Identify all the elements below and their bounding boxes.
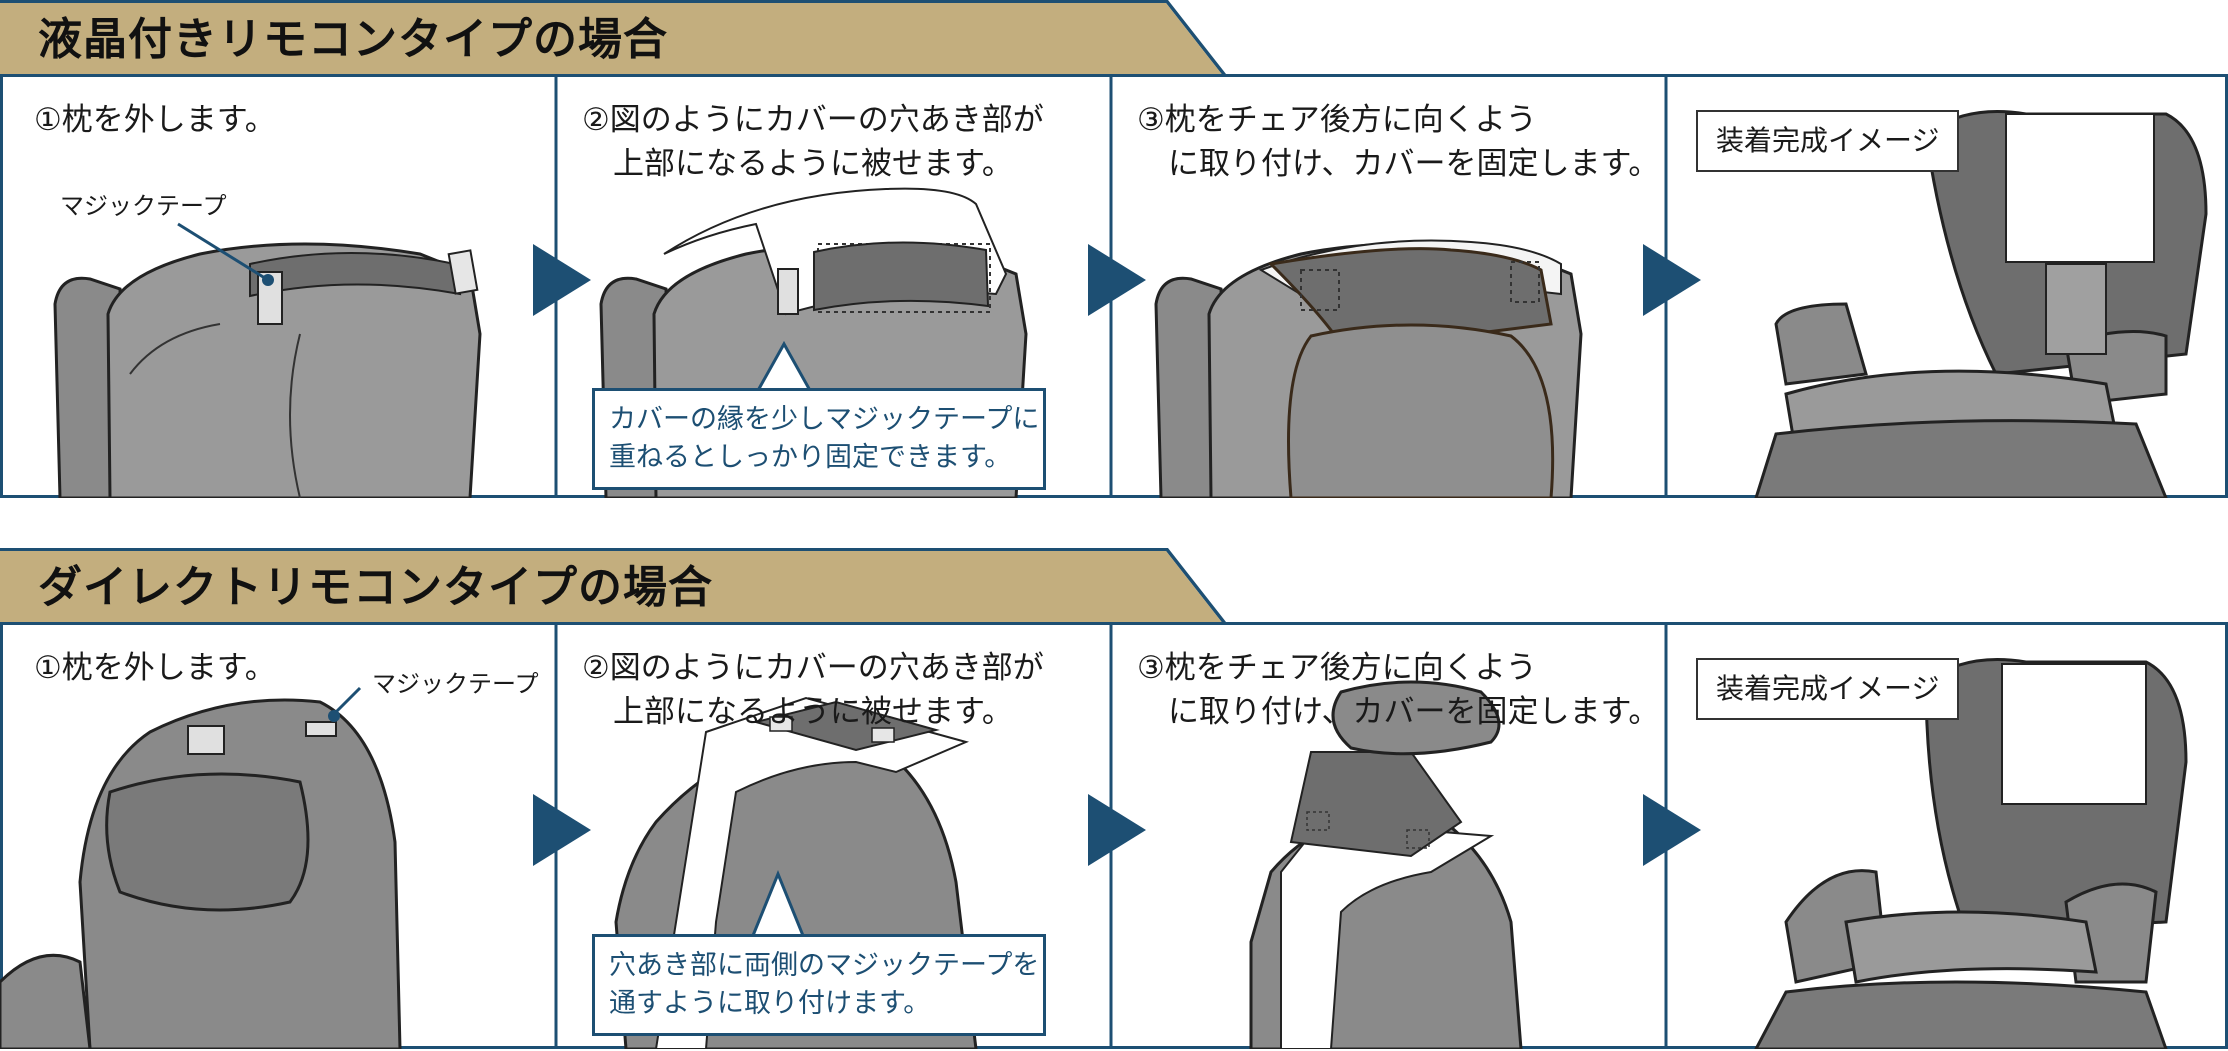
step-instruction: ①枕を外します。 — [34, 102, 276, 138]
section-lcd-remote: 液晶付きリモコンタイプの場合 ①枕を外します。 マジックテープ — [0, 0, 2228, 500]
step-1-panel: ①枕を外します。 マジックテープ — [0, 74, 555, 498]
step-1-panel: ①枕を外します。 マジックテープ — [0, 622, 555, 1049]
velcro-label: マジックテープ — [60, 192, 227, 220]
section-direct-remote: ダイレクトリモコンタイプの場合 ①枕を外します。 マジックテープ — [0, 548, 2228, 1051]
next-step-arrow-icon — [533, 244, 591, 316]
chair-pillow-illustration — [1154, 239, 1583, 498]
step-instruction: ②図のようにカバーの穴あき部が 上部になるように被せます。 — [582, 102, 1044, 182]
step-3-panel: ③枕をチェア後方に向くよう に取り付け、カバーを固定します。 — [1111, 74, 1666, 498]
step-instruction: ③枕をチェア後方に向くよう に取り付け、カバーを固定します。 — [1137, 102, 1660, 182]
chair-back-illustration — [53, 222, 482, 498]
step-3-panel: ③枕をチェア後方に向くよう に取り付け、カバーを固定します。 — [1111, 622, 1666, 1049]
section-tab-shape — [0, 548, 2228, 625]
chair-pillow-illustration — [1249, 680, 1523, 1049]
velcro-label: マジックテープ — [372, 670, 539, 698]
section-tab-shape — [0, 0, 2228, 77]
step-4-panel: 装着完成イメージ — [1666, 622, 2228, 1049]
step-4-panel: 装着完成イメージ — [1666, 74, 2228, 498]
tip-callout: カバーの縁を少しマジックテープに 重ねるとしっかり固定できます。 — [592, 388, 1046, 490]
step-2-panel: ②図のようにカバーの穴あき部が 上部になるように被せます。 カバーの縁を少しマジ… — [556, 74, 1111, 498]
next-step-arrow-icon — [1643, 794, 1701, 866]
step-instruction: ③枕をチェア後方に向くよう に取り付け、カバーを固定します。 — [1137, 650, 1660, 730]
step-2-panel: ②図のようにカバーの穴あき部が 上部になるように被せます。 穴あき部に両側のマジ… — [556, 622, 1111, 1049]
completed-chair-illustration — [1754, 110, 2208, 498]
next-step-arrow-icon — [533, 794, 591, 866]
section-title: ダイレクトリモコンタイプの場合 — [38, 562, 713, 613]
completion-image-label: 装着完成イメージ — [1696, 110, 1960, 172]
completion-image-label: 装着完成イメージ — [1696, 658, 1960, 720]
completed-chair-illustration — [1754, 658, 2188, 1049]
next-step-arrow-icon — [1643, 244, 1701, 316]
next-step-arrow-icon — [1088, 244, 1146, 316]
step-instruction: ①枕を外します。 — [34, 650, 276, 686]
steps-row: ①枕を外します。 マジックテープ ②図のようにカバーの穴あき部が 上部になるよう… — [0, 622, 2228, 1049]
tip-callout: 穴あき部に両側のマジックテープを 通すように取り付けます。 — [592, 934, 1046, 1036]
section-title: 液晶付きリモコンタイプの場合 — [38, 14, 668, 65]
chair-headrest-illustration — [0, 686, 402, 1049]
steps-row: ①枕を外します。 マジックテープ ②図のようにカバーの穴あき部が 上部になるよう… — [0, 74, 2228, 498]
step-instruction: ②図のようにカバーの穴あき部が 上部になるように被せます。 — [582, 650, 1044, 730]
next-step-arrow-icon — [1088, 794, 1146, 866]
